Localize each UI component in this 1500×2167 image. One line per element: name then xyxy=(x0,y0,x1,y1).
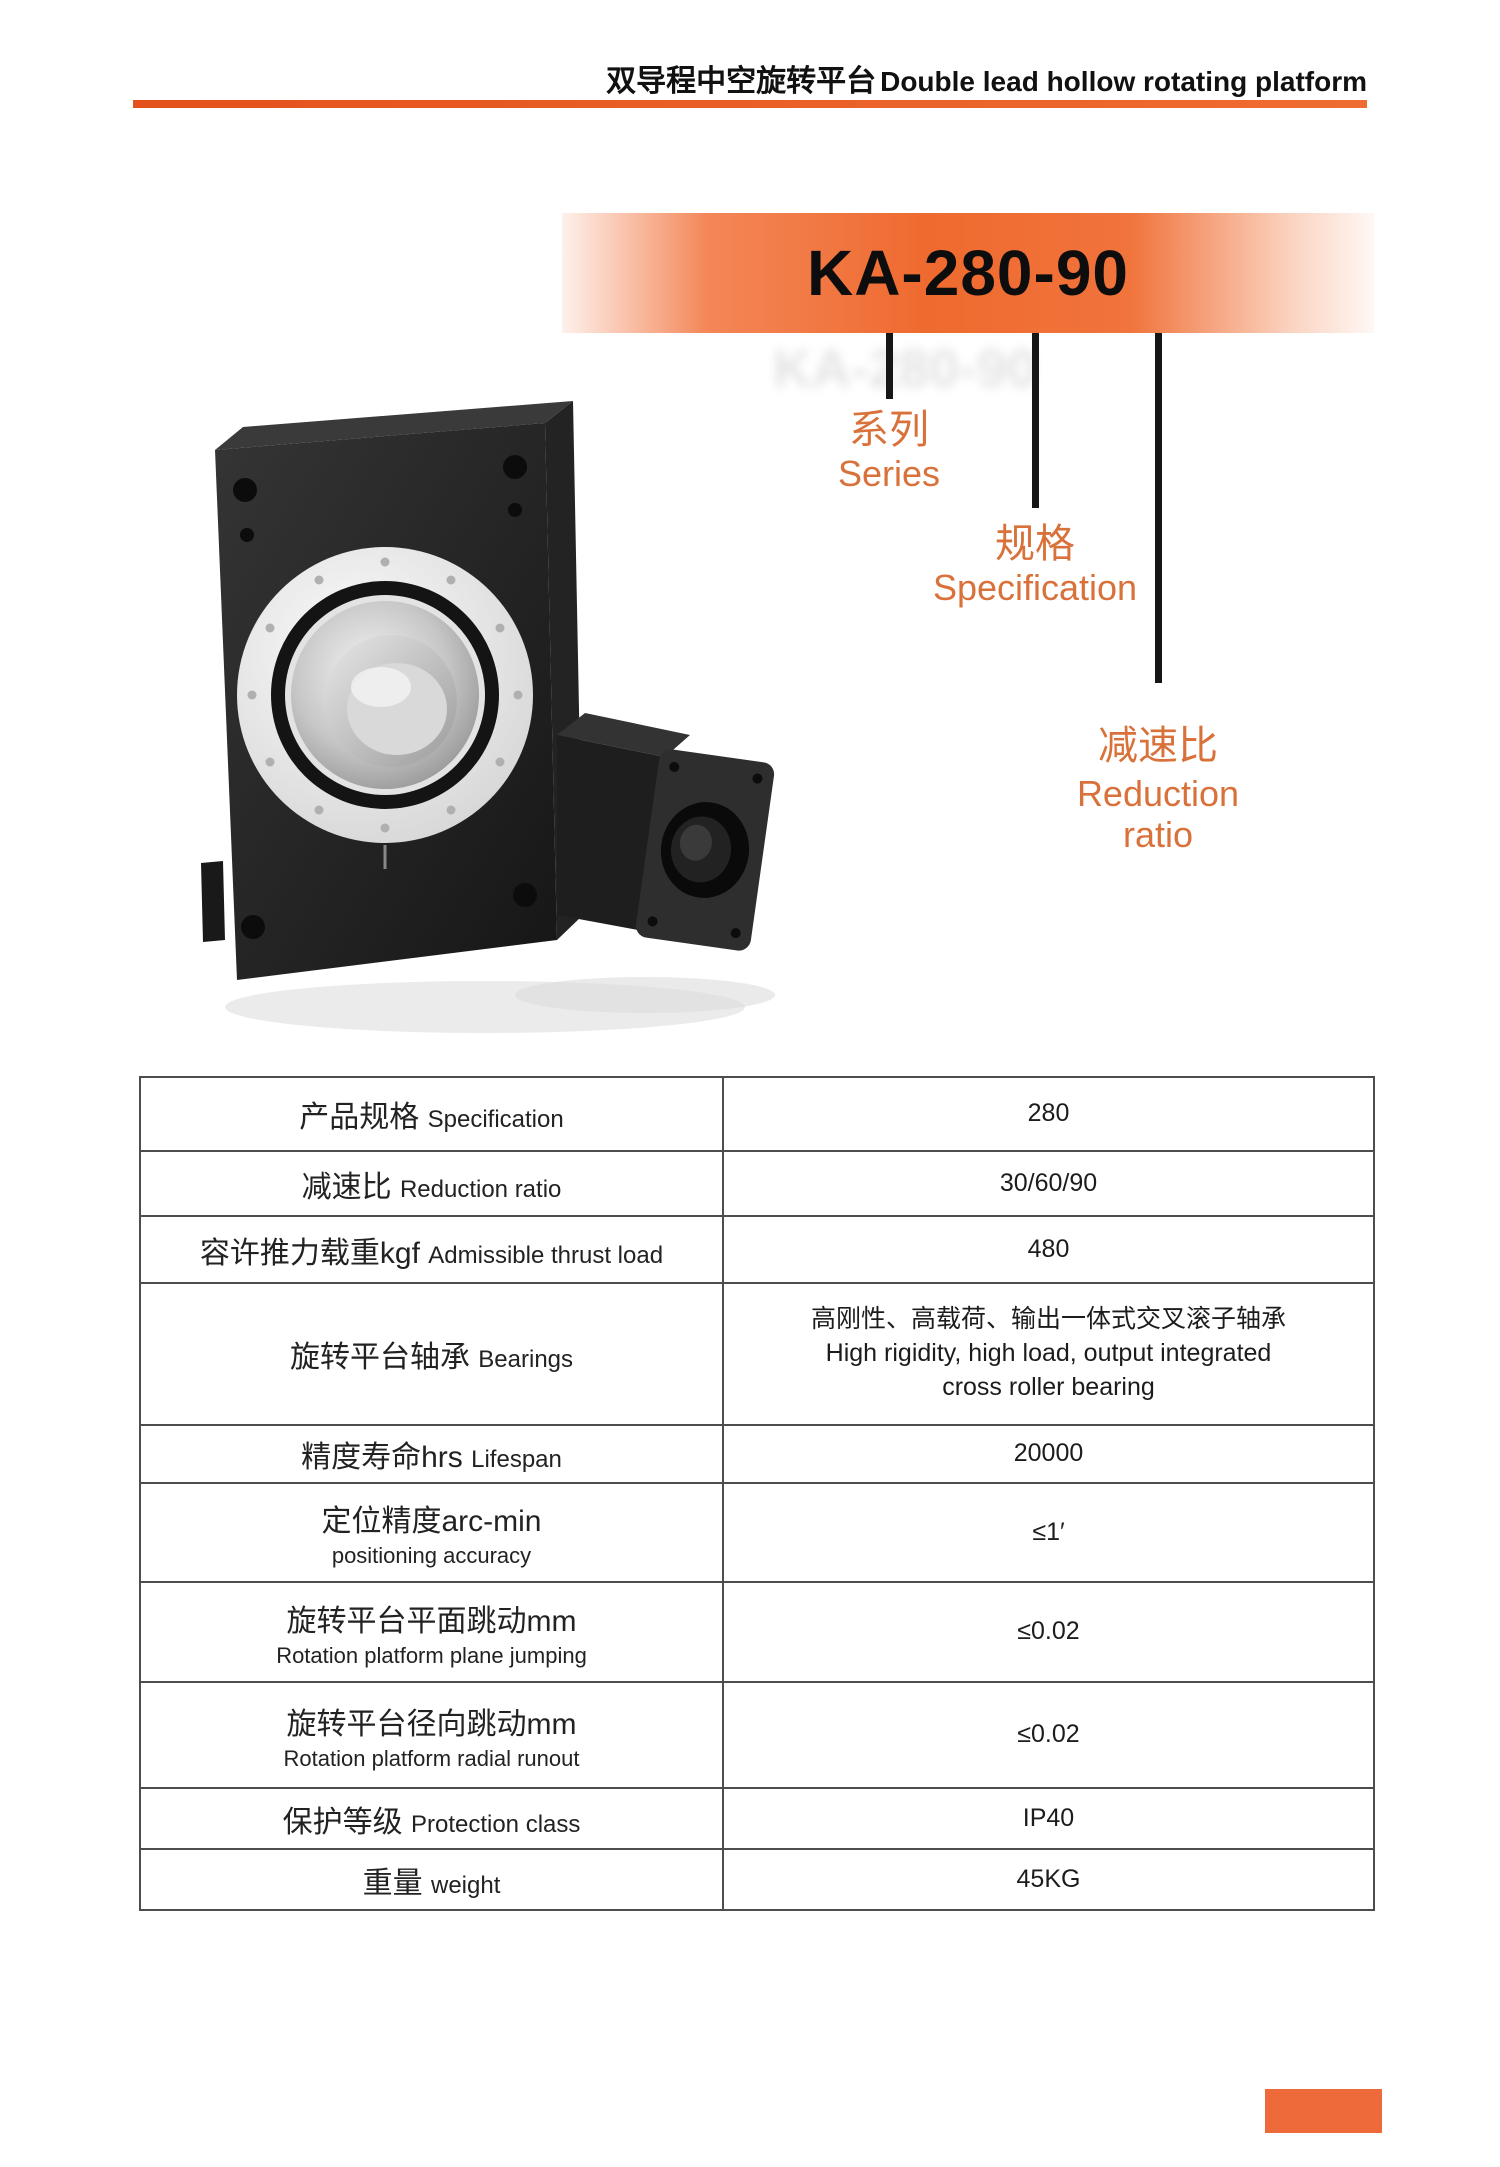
callout-specification-en: Specification xyxy=(932,567,1138,608)
callout-series: 系列 Series xyxy=(739,333,1039,494)
spec-value: 280 xyxy=(724,1078,1373,1150)
spec-value: 480 xyxy=(724,1217,1373,1282)
callout-series-line xyxy=(885,333,893,399)
spec-label-en: Reduction ratio xyxy=(399,1175,562,1203)
spec-label-line: 减速比 Reduction ratio xyxy=(302,1162,562,1206)
callout-reduction-ratio-en: Reduction ratio xyxy=(1076,773,1240,856)
spec-label-en: Rotation platform radial runout xyxy=(283,1745,580,1771)
spec-label-line: 容许推力载重kgf Admissible thrust load xyxy=(200,1228,663,1272)
spec-label-en: Admissible thrust load xyxy=(428,1241,664,1269)
spec-label-line: 产品规格 Specification xyxy=(299,1092,563,1136)
callout-reduction-ratio: 减速比 Reduction ratio xyxy=(1008,333,1308,856)
spec-label-en: Specification xyxy=(427,1106,564,1133)
spec-label-line: 旋转平台轴承 Bearings xyxy=(290,1332,573,1376)
spec-label-en: weight xyxy=(430,1871,501,1899)
callout-specification: 规格 Specification xyxy=(885,333,1185,608)
callout-specification-line xyxy=(1031,333,1039,508)
spec-label-zh: 容许推力载重kgf xyxy=(199,1236,429,1270)
spec-label-zh: 旋转平台径向跳动mm xyxy=(286,1707,577,1741)
spec-label: 精度寿命hrs Lifespan xyxy=(141,1426,724,1482)
spec-value-line: IP40 xyxy=(1022,1803,1075,1832)
spec-label-zh: 减速比 xyxy=(301,1170,400,1204)
spec-label: 容许推力载重kgf Admissible thrust load xyxy=(141,1217,724,1282)
header-rule xyxy=(133,100,1367,108)
spec-label-line: 重量 weight xyxy=(363,1858,501,1902)
spec-label-en: Protection class xyxy=(410,1810,581,1838)
rotating-platform-render xyxy=(201,401,775,1033)
spec-value: 20000 xyxy=(724,1426,1373,1482)
spec-value-line: 20000 xyxy=(1013,1439,1084,1468)
spec-value: 45KG xyxy=(724,1850,1373,1909)
spec-value: ≤0.02 xyxy=(724,1683,1373,1787)
spec-label-zh: 精度寿命hrs xyxy=(301,1441,472,1474)
spec-value-line: 480 xyxy=(1027,1234,1070,1263)
spec-label-en: Bearings xyxy=(478,1346,574,1373)
callout-reduction-ratio-zh: 减速比 xyxy=(1098,724,1218,768)
callout-reduction-ratio-line xyxy=(1154,333,1162,683)
spec-value-line: ≤1′ xyxy=(1032,1517,1065,1546)
spec-label-zh: 定位精度arc-min xyxy=(321,1505,542,1538)
spec-value-line: 高刚性、高载荷、输出一体式交叉滚子轴承 xyxy=(810,1305,1286,1334)
table-row: 重量 weight 45KG xyxy=(141,1848,1373,1909)
header-title-zh: 双导程中空旋转平台 xyxy=(606,65,877,98)
spec-value-line: cross roller bearing xyxy=(942,1372,1155,1401)
spec-label-zh: 旋转平台平面跳动mm xyxy=(286,1604,577,1638)
spec-label: 产品规格 Specification xyxy=(141,1078,724,1150)
callout-series-en: Series xyxy=(837,453,941,494)
spec-label-zh: 重量 xyxy=(362,1866,431,1900)
spec-value-line: ≤0.02 xyxy=(1017,1617,1080,1646)
spec-label-en: positioning accuracy xyxy=(331,1543,532,1568)
spec-value: 高刚性、高载荷、输出一体式交叉滚子轴承 High rigidity, high l… xyxy=(724,1284,1373,1424)
model-banner: KA-280-90 xyxy=(562,213,1374,333)
footer-accent-block xyxy=(1265,2089,1382,2133)
table-row: 产品规格 Specification 280 xyxy=(141,1078,1373,1150)
product-image xyxy=(185,395,785,1055)
callout-specification-zh: 规格 xyxy=(995,522,1075,566)
spec-value: IP40 xyxy=(724,1789,1373,1848)
spec-label: 重量 weight xyxy=(141,1850,724,1909)
spec-value-line: 30/60/90 xyxy=(999,1168,1098,1197)
spec-label: 保护等级 Protection class xyxy=(141,1789,724,1848)
spec-value: ≤1′ xyxy=(724,1484,1373,1581)
model-number: KA-280-90 xyxy=(806,237,1130,309)
callout-series-zh: 系列 xyxy=(849,408,929,452)
spec-value-line: ≤0.02 xyxy=(1017,1720,1080,1749)
spec-value: ≤0.02 xyxy=(724,1583,1373,1681)
table-row: 旋转平台轴承 Bearings 高刚性、高载荷、输出一体式交叉滚子轴承 High r… xyxy=(141,1282,1373,1424)
spec-label-en: Lifespan xyxy=(471,1446,562,1473)
spec-label-line: 精度寿命hrs Lifespan xyxy=(301,1432,562,1476)
header-title-en: Double lead hollow rotating platform xyxy=(880,66,1367,97)
spec-label: 旋转平台轴承 Bearings xyxy=(141,1284,724,1424)
spec-label: 减速比 Reduction ratio xyxy=(141,1152,724,1215)
spec-label-line: 保护等级 Protection class xyxy=(283,1797,581,1841)
table-row: 保护等级 Protection class IP40 xyxy=(141,1787,1373,1848)
spec-value-line: 45KG xyxy=(1016,1864,1081,1893)
spec-value: 30/60/90 xyxy=(724,1152,1373,1215)
spec-label-en: Rotation platform plane jumping xyxy=(276,1642,587,1668)
spec-value-line: 280 xyxy=(1027,1099,1070,1128)
spec-value-line: High rigidity, high load, output integra… xyxy=(825,1339,1272,1368)
table-row: 精度寿命hrs Lifespan 20000 xyxy=(141,1424,1373,1482)
table-row: 容许推力载重kgf Admissible thrust load 480 xyxy=(141,1215,1373,1282)
spec-label-zh: 保护等级 xyxy=(282,1805,411,1839)
table-row: 定位精度arc-min positioning accuracy ≤1′ xyxy=(141,1482,1373,1581)
page-header: 双导程中空旋转平台 Double lead hollow rotating pl… xyxy=(135,56,1367,100)
spec-label-zh: 产品规格 xyxy=(299,1101,428,1134)
spec-label: 定位精度arc-min positioning accuracy xyxy=(141,1484,724,1581)
spec-label-zh: 旋转平台轴承 xyxy=(289,1341,479,1374)
table-row: 减速比 Reduction ratio 30/60/90 xyxy=(141,1150,1373,1215)
spec-table: 产品规格 Specification 280 减速比 Reduction ratio… xyxy=(139,1076,1375,1911)
